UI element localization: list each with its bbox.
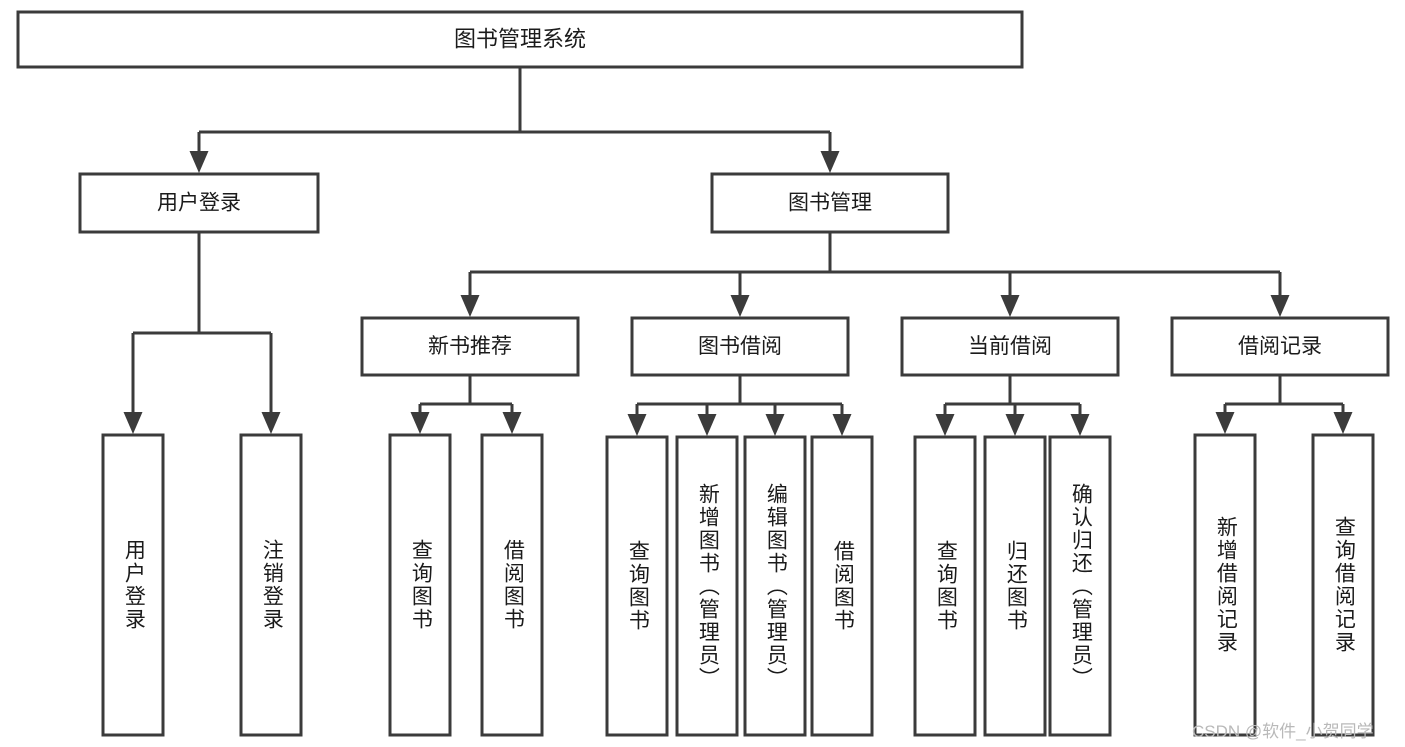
node-box-borrow-records[interactable] (1170, 316, 1390, 377)
node-box-leaf-query-book-current[interactable] (913, 435, 977, 737)
node-box-leaf-query-book-borrow[interactable] (605, 435, 669, 737)
node-box-book-borrow[interactable] (630, 316, 850, 377)
node-box-leaf-confirm-return[interactable] (1048, 435, 1112, 737)
conn-records-to-leaves (1215, 375, 1353, 434)
node-box-new-book-recommend[interactable] (360, 316, 580, 377)
node-box-leaf-logout[interactable] (239, 433, 303, 737)
node-box-leaf-query-borrow-record[interactable] (1311, 433, 1375, 737)
node-box-leaf-user-login[interactable] (101, 433, 165, 737)
node-box-leaf-edit-book[interactable] (743, 435, 807, 737)
node-label-new-book-recommend: 新书推荐 (428, 335, 512, 358)
node-label-book-borrow: 图书借阅 (698, 335, 782, 358)
node-box-leaf-add-book[interactable] (675, 435, 739, 737)
node-box-user-login[interactable] (78, 172, 320, 234)
node-box-book-management[interactable] (710, 172, 950, 234)
node-box-leaf-return-book[interactable] (983, 435, 1047, 737)
boxes-layer (16, 10, 1390, 737)
node-box-root[interactable] (16, 10, 1024, 69)
node-box-current-borrow[interactable] (900, 316, 1120, 377)
node-label-user-login: 用户登录 (157, 192, 241, 215)
node-label-current-borrow: 当前借阅 (968, 335, 1052, 358)
conn-root-to-level1 (189, 67, 840, 173)
node-label-borrow-records: 借阅记录 (1238, 335, 1322, 358)
conn-userlogin-to-leaves (123, 232, 281, 434)
node-label-book-management: 图书管理 (788, 192, 872, 215)
conn-borrow-to-leaves (627, 375, 852, 436)
node-box-leaf-query-book-recommend[interactable] (388, 433, 452, 737)
node-box-leaf-add-borrow-record[interactable] (1193, 433, 1257, 737)
csdn-watermark: CSDN @软件_小贺同学 (1192, 722, 1374, 741)
conn-recommend-to-leaves (410, 375, 522, 434)
conn-current-to-leaves (935, 375, 1090, 436)
conn-bookmgmt-to-level2 (460, 232, 1290, 317)
node-label-root: 图书管理系统 (454, 26, 586, 51)
connectors-layer (123, 67, 1353, 436)
node-box-leaf-borrow-book[interactable] (810, 435, 874, 737)
node-box-leaf-borrow-book-recommend[interactable] (480, 433, 544, 737)
